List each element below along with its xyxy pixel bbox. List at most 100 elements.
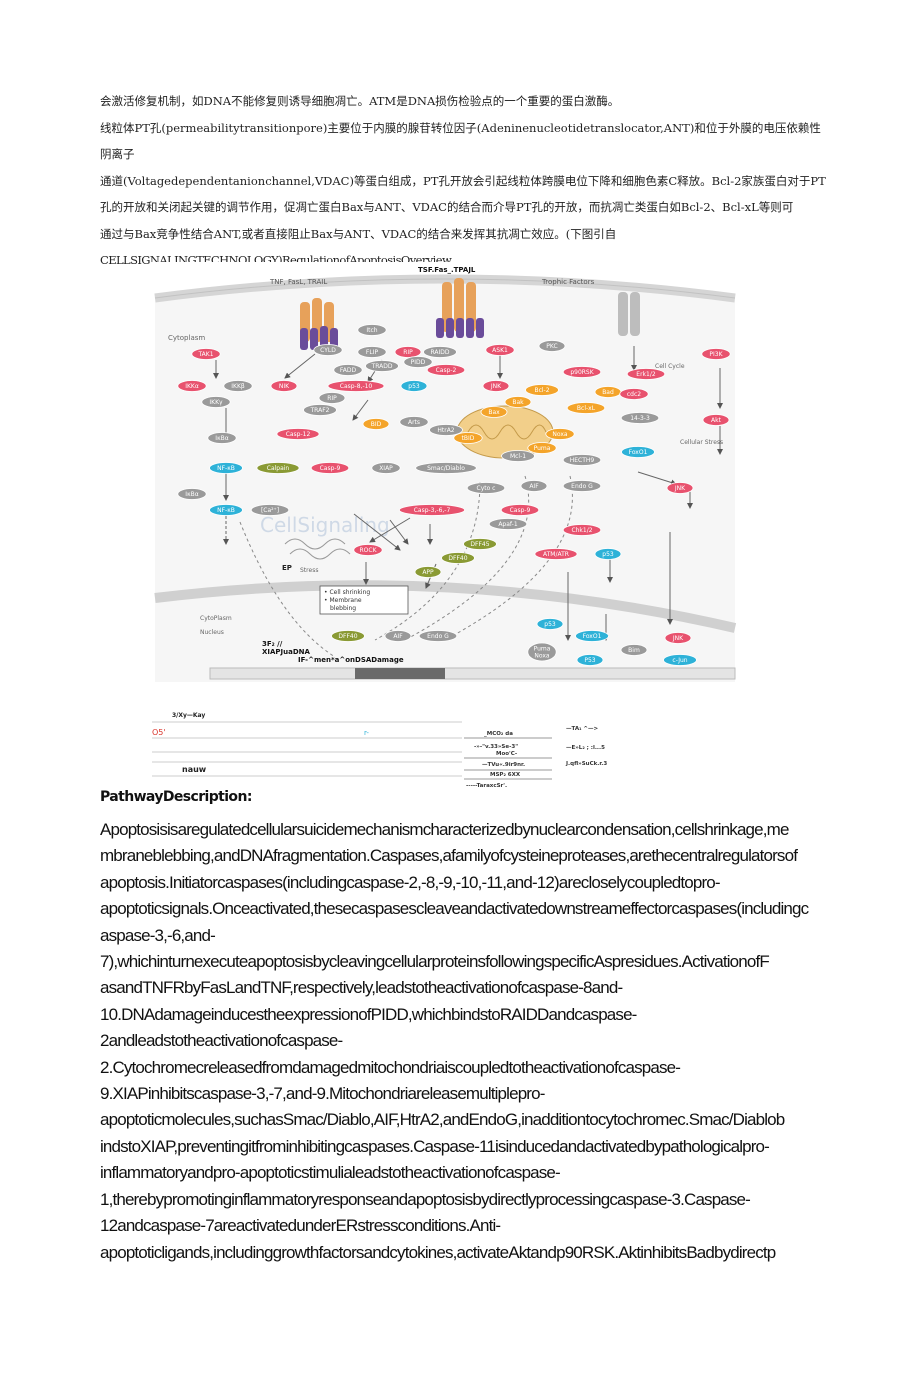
pathway-line: 7),whichinturnexecuteapoptosisbycleaving… (100, 952, 770, 972)
node-label-flip: FLIP (366, 349, 379, 356)
node-label-p53n: p53 (544, 621, 556, 628)
outcome-line-1: • Cell shrinking (324, 589, 370, 596)
node-label-ikba1: IκBα (215, 435, 228, 442)
node-rock: ROCK (353, 544, 383, 556)
node-label-mcl1: Mcl-1 (510, 453, 526, 460)
cytoplasm2-label: CytoPlasm (200, 615, 232, 622)
intro-text: 会激活修复机制，如DNA不能修复则诱导细胞凋亡。ATM是DNA损伤检验点的一个重… (100, 88, 830, 114)
node-flip: FLIP (357, 346, 387, 358)
node-erk12: Erk1/2 (626, 368, 666, 380)
node-ikba1: IκBα (207, 432, 237, 444)
node-ttl: 14-3-3 (620, 412, 660, 424)
node-jnk2: JNK (666, 482, 694, 494)
node-label-ikba2: IκBα (185, 491, 198, 498)
node-aifn: AIF (384, 630, 412, 642)
legend-mid-3: Moo'C- (496, 751, 517, 757)
nuclear-note-line-1: 3F₂ // (262, 640, 283, 648)
node-mcl1: Mcl-1 (501, 450, 535, 462)
node-smac: Smac/Diablo (415, 462, 477, 474)
node-foxo1: FoxO1 (621, 446, 655, 458)
legend-row3-left: nauw (182, 765, 207, 774)
trophic-receptor (618, 292, 640, 336)
node-label-casp9b: Casp-9 (510, 507, 531, 514)
node-label-casp9: Casp-9 (320, 465, 341, 472)
node-label-ikkb: IKKβ (231, 383, 245, 390)
node-p53b: p53 (594, 548, 622, 560)
node-cyld: CYLD (313, 344, 343, 356)
node-label-rip1: RIP (403, 349, 413, 356)
node-label-cdc2: cdc2 (627, 391, 641, 398)
pathway-line: Apoptosisisaregulatedcellularsuicidemech… (100, 820, 789, 839)
node-label-p53a: p53 (408, 383, 420, 390)
node-akt: Akt (702, 414, 730, 426)
legend-row1-left: O5' (152, 728, 166, 737)
node-hecth9: HECTH9 (562, 454, 602, 466)
node-app: APP (414, 566, 442, 578)
receptor-label-left: TNF, FasL, TRAIL (269, 278, 327, 286)
node-label-p53b: p53 (602, 551, 614, 558)
node-arts: Arts (399, 416, 429, 428)
node-label-htra2: HtrA2 (437, 427, 454, 434)
node-label-casp367: Casp-3,-6,-7 (414, 507, 451, 514)
node-cdc2: cdc2 (619, 388, 649, 400)
pathway-line: 1,therebypromotinginflammatoryresponsean… (100, 1189, 751, 1209)
apoptosis-outcome-box: • Cell shrinking • Membrane blebbing (319, 585, 409, 615)
node-label-jnk2: JNK (674, 485, 686, 492)
node-rip2: RIP (318, 392, 346, 404)
node-label-ikka: IKKα (185, 383, 199, 390)
node-label-ask1: ASK1 (492, 347, 508, 354)
node-xiap1: XIAP (371, 462, 401, 474)
node-cytoc: Cyto c (466, 482, 506, 494)
node-label-pidd: PIDD (411, 359, 426, 366)
node-label-bim: Bim (628, 647, 640, 654)
node-ikka: IKKα (177, 380, 207, 392)
node-label-dff40n: DFF40 (338, 633, 357, 640)
outcome-line-3: blebbing (330, 605, 356, 612)
node-label-app: APP (422, 569, 434, 576)
node-label-ikky: IKKγ (209, 399, 223, 406)
er-label: EP (282, 564, 292, 572)
pathway-description-text: Apoptosisisaregulatedcellularsuicidemech… (100, 817, 828, 1266)
legend-right-column: —TA₁ ^—> —E»L₂ ; :l...5 J.qfl»SuCk.r.3 (565, 726, 607, 767)
pathway-line: apoptoticsignals.Onceactivated,thesecasp… (100, 899, 809, 919)
node-tradd: TRADD (365, 360, 399, 372)
node-label-traf2: TRAF2 (310, 407, 330, 414)
node-label-noxa: Noxa (552, 431, 568, 438)
node-dff40a: DFF40 (441, 552, 475, 564)
node-atmatr: ATM/ATR (534, 548, 578, 560)
node-pkc: PKC (538, 340, 566, 352)
pt-line-5: 通过与Bax竞争性结合ANT,或者直接阻止Bax与ANT、VDAC的结合来发挥其… (100, 226, 617, 241)
dashed-arrows (239, 475, 573, 658)
pathway-line: 2andleadstotheactivationofcaspase- (100, 1031, 343, 1051)
node-label-p90rsk: p90RSK (570, 369, 594, 376)
pathway-line: apoptoticmolecules,suchasSmac/Diablo,AIF… (100, 1110, 785, 1130)
pathway-line: inflammatoryandpro-apoptoticstimulialead… (100, 1163, 561, 1183)
pathway-line: 10.DNAdamageinducestheexpressionofPIDD,w… (100, 1004, 637, 1024)
pathway-line: mbraneblebbing,andDNAfragmentation.Caspa… (100, 846, 798, 866)
pathway-line: 9.XIAPinhibitscaspase-3,-7,and-9.Mitocho… (100, 1084, 545, 1104)
legend-mid-1: _MCO₂ da (484, 731, 513, 737)
nuclear-note-line-3: IF-^men*a^onDSADamage (298, 656, 404, 664)
node-label-apaf1: Apaf-1 (498, 521, 518, 528)
legend-mid-2: -»-"v.33»Se-3" (474, 744, 518, 750)
node-label-p53n2: P53 (584, 657, 595, 664)
node-bim: Bim (620, 644, 648, 656)
node-label-pi3k: PI3K (709, 351, 723, 358)
legend-right-3: J.qfl»SuCk.r.3 (565, 761, 607, 767)
node-label-bad: Bad (602, 389, 614, 396)
node-noxa: Noxa (545, 428, 575, 440)
node-bax: Bax (480, 406, 508, 418)
node-label-jnk1: JNK (490, 383, 502, 390)
node-casp810: Casp-8,-10 (327, 380, 385, 392)
node-label-arts: Arts (408, 419, 420, 426)
node-label-nfkb2: NF-κB (217, 507, 235, 514)
pathway-line: aspase-3,-6,and- (100, 925, 216, 945)
pathway-description-heading: PathwayDescription: (100, 789, 252, 805)
receptor-label-middle: TSF.Fas_.TPAJL (418, 266, 476, 274)
node-p90rsk: p90RSK (562, 366, 602, 378)
pathway-line: indstoXIAP,preventingitfrominhibitingcas… (100, 1136, 770, 1156)
node-fadd: FADD (333, 364, 363, 376)
node-label-ltch: Itch (366, 327, 377, 334)
node-label-bax: Bax (488, 409, 500, 416)
node-label-endog: Endo G (571, 483, 593, 490)
